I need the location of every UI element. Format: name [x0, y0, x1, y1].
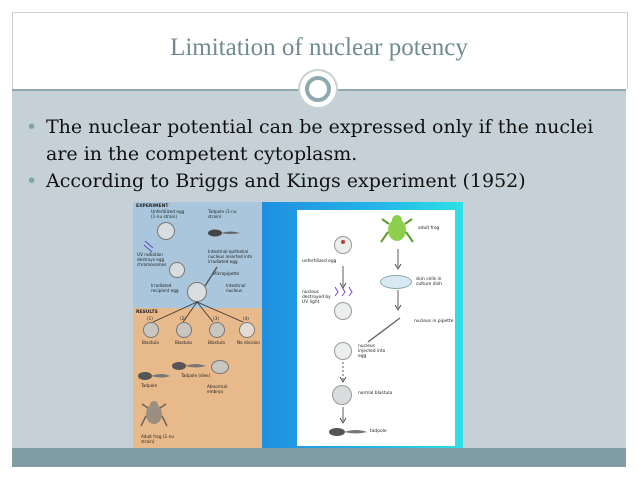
blastula-cell: [143, 322, 159, 338]
bullet-text: According to Briggs and Kings experiment…: [46, 170, 526, 192]
bullet-dot-icon: •: [26, 116, 38, 138]
pipette-icon: [367, 317, 401, 343]
down-arrow-icon: [394, 249, 402, 270]
down-arrow-icon: [394, 290, 402, 311]
skin-cells-label: skin cells in culture dish: [416, 277, 442, 287]
result-number: (2): [180, 316, 186, 321]
bullet-item: • According to Briggs and Kings experime…: [24, 168, 604, 195]
dotted-arrow-icon: [339, 362, 347, 383]
ring-ornament-inner: [305, 76, 331, 102]
nucleus-injected-label: nucleus injected into egg: [358, 344, 386, 359]
unfertilized-egg-cell: [334, 236, 352, 254]
experiment-header: EXPERIMENT: [136, 204, 169, 209]
micropipette-icon: [204, 266, 218, 287]
culture-dish: [380, 275, 412, 289]
normal-blastula-cell: [332, 385, 352, 405]
bullet-item: • The nuclear potential can be expressed…: [24, 114, 604, 168]
bullet-dot-icon: •: [26, 170, 38, 192]
figure-panel: [297, 210, 455, 446]
uv-light-icon: [334, 286, 353, 297]
micropipette-label: Micropipette: [213, 271, 240, 276]
nucleus-in-pipette-label: nucleus in pipette: [414, 319, 454, 324]
injected-egg-cell: [334, 342, 352, 360]
intestinal-nucleus-label: Intestinal nucleus: [226, 283, 246, 293]
adult-frog-label: adult frog: [418, 226, 440, 231]
left-experiment-figure: EXPERIMENT Unfertilized egg (1-nu strain…: [133, 202, 262, 448]
tadpole-label: Tadpole: [141, 383, 158, 388]
result-number: (3): [213, 316, 219, 321]
no-division-label: No division: [237, 340, 261, 345]
bullet-text: The nuclear potential can be expressed o…: [46, 116, 594, 165]
abnormal-embryo-label: Abnormal embryo: [207, 384, 228, 394]
tadpole-top-icon: [208, 229, 240, 237]
result-number: (4): [243, 316, 249, 321]
tadpole-label: tadpole: [370, 429, 387, 434]
abnormal-embryo-cell: [211, 360, 229, 374]
slide-title: Limitation of nuclear potency: [170, 34, 468, 61]
unfertilized-egg-label: Unfertilized egg (1-nu strain): [151, 209, 185, 219]
blastula-label: Blastula: [208, 340, 225, 345]
intestinal-label: Intestinal epithelial nucleus inserted i…: [208, 249, 253, 264]
tadpole-dies-icon: [172, 362, 206, 370]
blastula-label: Blastula: [175, 340, 192, 345]
blastula-cell: [176, 322, 192, 338]
tadpole-top-label: Tadpole (1-nu strain): [208, 209, 237, 219]
right-experiment-figure: adult frog unfertilized egg skin cells i…: [262, 202, 463, 448]
unfertilized-egg-cell: [157, 222, 175, 240]
irradiated-egg-label: Irradiated recipient egg: [151, 283, 179, 293]
tadpole-dies-label: Tadpole (dies): [181, 373, 211, 378]
uv-rays-icon: [143, 240, 154, 253]
result-number: (1): [147, 316, 153, 321]
egg-nucleus-dot: [341, 240, 345, 244]
adult-frog-icon: [380, 215, 414, 243]
tadpole-icon: [138, 372, 170, 380]
blastula-cell: [209, 322, 225, 338]
results-header: RESULTS: [136, 310, 158, 315]
undivided-cell: [239, 322, 255, 338]
bullet-list: • The nuclear potential can be expressed…: [24, 114, 604, 195]
unfertilized-egg-label: unfertilized egg: [302, 259, 337, 264]
blastula-label: Blastula: [142, 340, 159, 345]
down-arrow-icon: [339, 407, 347, 424]
tadpole-icon: [329, 428, 367, 436]
footer-strip: [12, 448, 626, 467]
nucleus-destroyed-label: nucleus destroyed by UV light: [302, 290, 331, 305]
adult-frog-label: Adult frog (1-nu strain): [141, 434, 175, 444]
normal-blastula-label: normal blastula: [358, 391, 393, 396]
adult-frog-icon: [140, 401, 168, 427]
result-arrows: [152, 301, 244, 323]
enucleated-egg-cell: [334, 302, 352, 320]
recipient-egg-cell: [187, 282, 207, 302]
irradiated-egg-small: [169, 262, 185, 278]
uv-radiation-label: UV radiation destroys egg chromosomes: [137, 252, 167, 267]
